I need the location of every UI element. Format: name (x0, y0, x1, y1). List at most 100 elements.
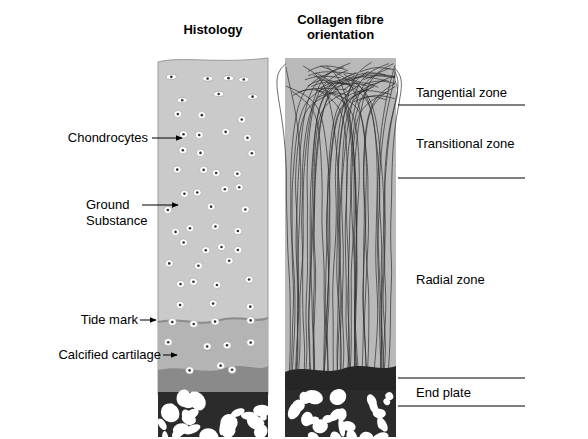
chondrocyte (194, 262, 202, 269)
bone-trabecula (183, 422, 202, 437)
collagen-fibre (313, 78, 356, 372)
collagen-fibre (305, 76, 341, 80)
chondrocyte (193, 189, 201, 196)
end-plate-band (285, 366, 396, 392)
chondrocyte-nucleus (210, 205, 213, 208)
collagen-fibre (378, 65, 395, 372)
collagen-fibre (350, 64, 393, 372)
chondrocyte (214, 92, 224, 97)
chondrocyte-nucleus (196, 191, 199, 194)
collagen-fibre (321, 89, 366, 372)
chondrocyte-lacuna (194, 262, 202, 269)
chondrocyte-lacuna (180, 190, 188, 197)
chondrocyte-nucleus (177, 113, 180, 116)
chondrocyte (211, 318, 219, 325)
chondrocyte-lacuna (177, 98, 187, 103)
chondrocyte-nucleus (201, 114, 204, 117)
chondrocyte-nucleus (249, 319, 252, 322)
chondrocyte-nucleus (205, 249, 208, 252)
chondrocyte (195, 131, 203, 138)
chondrocyte (174, 111, 182, 118)
chondrocyte (196, 149, 204, 156)
chondrocyte-lacuna (245, 276, 253, 283)
collagen-fibre (340, 84, 374, 372)
structure-label: Calcified cartilage (20, 347, 161, 363)
collagen-fibre (381, 81, 398, 372)
bone-trabecula (328, 430, 344, 439)
collagen-fibre (277, 64, 290, 372)
chondrocyte-lacuna (174, 111, 182, 118)
chondrocyte-nucleus (192, 323, 195, 326)
chondrocyte-nucleus (176, 168, 179, 171)
chondrocyte (217, 362, 225, 369)
chondrocyte (246, 303, 254, 310)
chondrocyte-nucleus (199, 152, 202, 155)
chondrocyte-nucleus (251, 95, 254, 98)
chondrocyte (202, 247, 210, 254)
chondrocyte-nucleus (212, 302, 215, 305)
chondrocyte-lacuna (225, 257, 233, 264)
zone-label: Transitional zone (416, 136, 576, 152)
chondrocyte-lacuna (238, 116, 246, 123)
chondrocyte-nucleus (251, 152, 254, 155)
chondrocyte-nucleus (182, 241, 185, 244)
zone-line (398, 178, 525, 179)
chondrocyte (179, 147, 187, 154)
chondrocyte (198, 112, 206, 119)
chondrocyte-nucleus (179, 283, 182, 286)
chondrocyte-lacuna (248, 150, 256, 157)
chondrocyte-nucleus (228, 259, 231, 262)
chondrocyte-lacuna (239, 77, 249, 82)
collagen-fibre (308, 72, 352, 76)
collagen-fibre (286, 67, 301, 372)
chondrocyte (172, 228, 180, 235)
collagen-fibre (324, 89, 367, 372)
chondrocyte-lacuna (198, 112, 206, 119)
bone-trabecula (359, 431, 374, 439)
chondrocyte (200, 166, 208, 173)
chondrocyte (166, 74, 176, 79)
column-heading: Collagen fibre orientation (282, 12, 399, 42)
column-heading: Histology (152, 14, 274, 37)
chondrocyte (180, 131, 188, 138)
collagen-fibre (346, 68, 390, 372)
collagen-fibre (327, 66, 357, 372)
chondrocyte (247, 339, 255, 346)
collagen-fibre (354, 96, 386, 101)
chondrocyte-lacuna (224, 76, 234, 81)
chondrocyte (248, 94, 258, 99)
zone-line (398, 406, 525, 407)
bone-trabecula (245, 410, 259, 424)
chondrocyte (180, 239, 188, 246)
collagen-fibre (353, 73, 386, 77)
collagen-fibre (316, 73, 357, 372)
chondrocyte-lacuna (203, 343, 211, 350)
chondrocyte-nucleus (246, 137, 249, 140)
chondrocyte (245, 276, 253, 283)
chondrocyte-lacuna (164, 206, 172, 213)
bone-trabecula (345, 428, 360, 439)
chondrocyte-nucleus (202, 169, 205, 172)
chondrocyte-nucleus (167, 341, 170, 344)
chondrocyte-lacuna (176, 301, 184, 308)
chondrocyte-nucleus (220, 246, 223, 249)
chondrocyte-nucleus (231, 368, 234, 371)
collagen-fibre (388, 68, 401, 372)
collagen-fibre (308, 66, 346, 72)
zone-label: Radial zone (416, 272, 576, 288)
chondrocyte-lacuna (180, 131, 188, 138)
chondrocyte-nucleus (249, 305, 252, 308)
chondrocyte-lacuna (189, 278, 197, 285)
collagen-background (285, 58, 396, 395)
chondrocyte (189, 278, 197, 285)
chondrocyte-lacuna (164, 339, 172, 346)
collagen-fibre (326, 87, 374, 372)
chondrocyte-nucleus (237, 230, 240, 233)
chondrocyte-nucleus (182, 149, 185, 152)
structure-label: Ground Substance (86, 197, 160, 229)
bone-trabecula (382, 397, 391, 406)
collagen-fibre (309, 73, 358, 372)
chondrocyte-nucleus (214, 320, 217, 323)
structure-label: Tide mark (40, 312, 138, 328)
chondrocyte-nucleus (170, 76, 173, 79)
